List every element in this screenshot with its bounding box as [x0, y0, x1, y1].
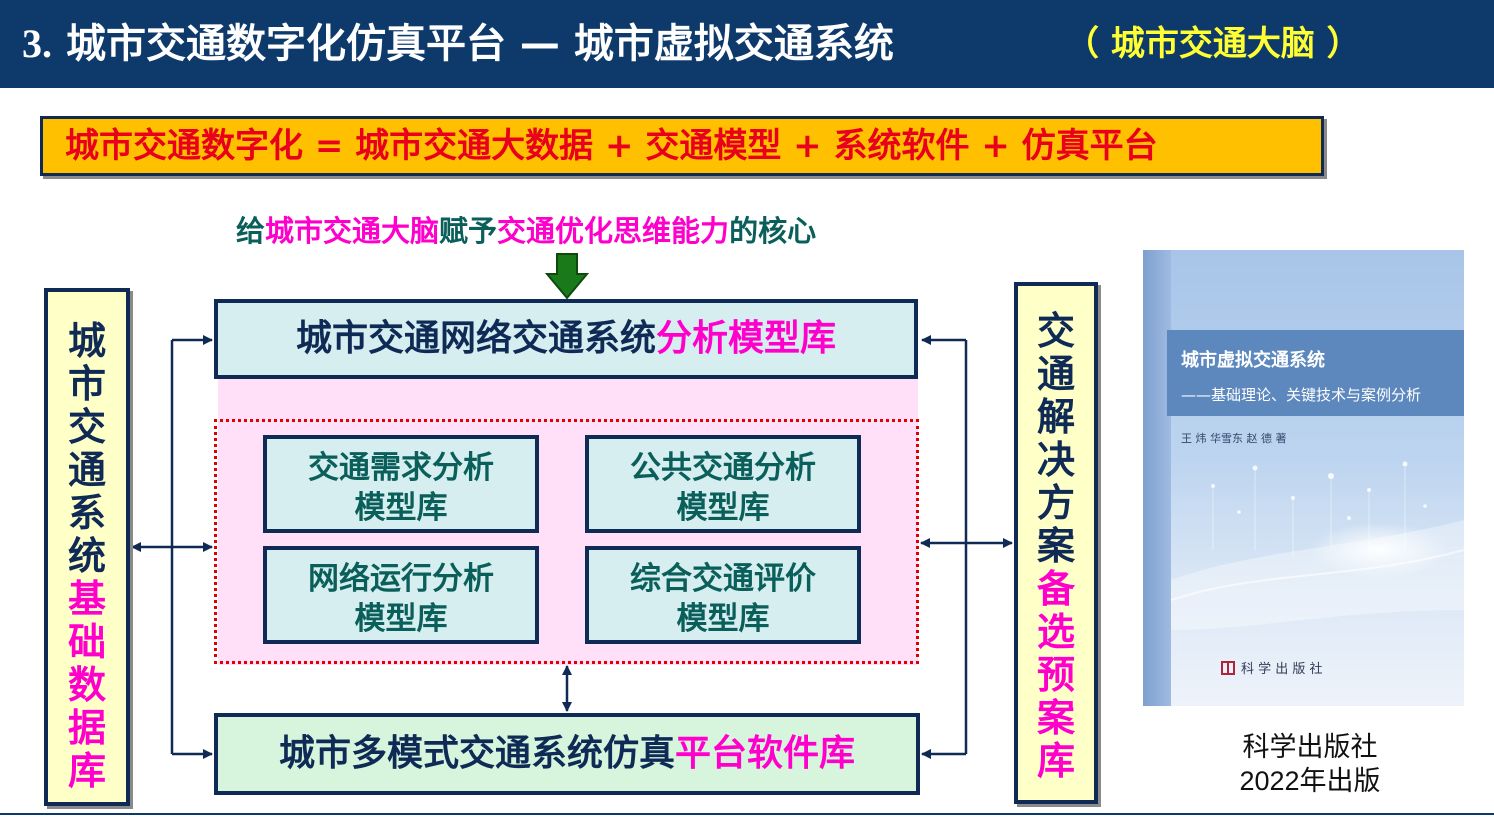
sub-model-label: 公共交通分析 模型库: [589, 448, 857, 528]
sub-model-label: 网络运行分析 模型库: [267, 559, 535, 639]
left-char: 通: [67, 448, 106, 492]
analysis-model-library-label: 城市交通网络交通系统分析模型库: [218, 303, 914, 375]
right-char: 方: [1036, 481, 1075, 525]
header-bar: 3. 城市交通数字化仿真平台 — 城市虚拟交通系统 （ 城市交通大脑 ）: [0, 0, 1494, 88]
sub-model-line2: 模型库: [676, 601, 770, 637]
right-box-text: 交 通 解 决 方 案 备 选 预 案 库: [1018, 310, 1094, 783]
simulation-platform-box: 城市多模式交通系统仿真平台软件库: [214, 713, 920, 795]
publisher-logo-icon: [1221, 661, 1235, 675]
sub-model-box: 公共交通分析 模型库: [585, 435, 861, 533]
core-part1: 给: [236, 214, 266, 248]
right-char-highlight: 预: [1036, 653, 1075, 697]
sub-model-box: 交通需求分析 模型库: [263, 435, 539, 533]
left-char: 交: [67, 405, 106, 449]
down-arrow-icon: [545, 253, 589, 300]
sub-model-label: 交通需求分析 模型库: [267, 448, 535, 528]
right-solution-library-box: 交 通 解 决 方 案 备 选 预 案 库: [1014, 282, 1098, 804]
analysis-model-library-label-dark: 城市交通网络交通系统: [295, 318, 656, 359]
right-char-highlight: 选: [1036, 610, 1075, 654]
sub-model-line1: 综合交通评价: [630, 561, 816, 597]
book-title-band: [1167, 330, 1464, 416]
left-char: 系: [67, 491, 106, 535]
right-char: 决: [1036, 438, 1075, 482]
bottom-rule: [0, 813, 1494, 815]
slide-number: 3.: [22, 21, 52, 66]
simulation-platform-label: 城市多模式交通系统仿真平台软件库: [218, 717, 916, 791]
analysis-model-library-label-highlight: 分析模型库: [656, 318, 837, 359]
sub-model-line2: 模型库: [676, 490, 770, 526]
core-part5: 的核心: [729, 214, 817, 248]
sub-model-box: 网络运行分析 模型库: [263, 546, 539, 644]
simulation-platform-label-dark: 城市多模式交通系统仿真: [278, 733, 675, 774]
formula-text: 城市交通数字化 = 城市交通大数据 + 交通模型 + 系统软件 + 仿真平台: [65, 126, 1158, 166]
caption-publisher: 科学出版社: [1242, 732, 1378, 762]
left-base-database-box: 城 市 交 通 系 统 基 础 数 据 库: [44, 288, 130, 806]
formula-banner: 城市交通数字化 = 城市交通大数据 + 交通模型 + 系统软件 + 仿真平台: [40, 116, 1324, 176]
slide-title-text: 城市交通数字化仿真平台 — 城市虚拟交通系统: [66, 21, 894, 67]
slide-subtitle: （ 城市交通大脑 ）: [1065, 24, 1361, 64]
left-char: 统: [67, 534, 106, 578]
sub-model-line1: 交通需求分析: [308, 450, 494, 486]
left-char: 市: [67, 362, 106, 406]
book-caption: 科学出版社 2022年出版: [1200, 730, 1420, 798]
right-char: 通: [1036, 352, 1075, 396]
sub-model-line1: 公共交通分析: [630, 450, 816, 486]
core-part3: 赋予: [439, 214, 498, 248]
right-char-highlight: 备: [1036, 567, 1075, 611]
book-subtitle: ——基础理论、关键技术与案例分析: [1181, 386, 1422, 404]
right-char: 解: [1036, 395, 1075, 439]
simulation-platform-label-highlight: 平台软件库: [675, 733, 856, 774]
core-part4: 交通优化思维能力: [497, 214, 730, 248]
core-part2: 城市交通大脑: [265, 214, 440, 248]
core-statement: 给城市交通大脑赋予交通优化思维能力的核心: [236, 208, 816, 254]
sub-model-line2: 模型库: [354, 601, 448, 637]
left-char-highlight: 库: [67, 749, 106, 793]
caption-year: 2022年出版: [1239, 766, 1381, 796]
sub-model-box: 综合交通评价 模型库: [585, 546, 861, 644]
left-char-highlight: 数: [67, 663, 106, 707]
left-char-highlight: 据: [67, 706, 106, 750]
book-publisher: 科 学 出 版 社: [1241, 662, 1323, 677]
right-char: 案: [1036, 524, 1075, 568]
sub-model-frame: [214, 419, 919, 664]
left-box-text: 城 市 交 通 系 统 基 础 数 据 库: [48, 320, 126, 793]
book-cover-art: [1170, 461, 1464, 630]
book-spine: [1143, 250, 1171, 706]
right-char: 交: [1036, 309, 1075, 353]
sub-model-line1: 网络运行分析: [308, 561, 494, 597]
analysis-model-library-box: 城市交通网络交通系统分析模型库: [214, 299, 918, 379]
book-cover-image: 城市虚拟交通系统 ——基础理论、关键技术与案例分析 王 炜 华雪东 赵 德 著 …: [1143, 250, 1464, 706]
book-title: 城市虚拟交通系统: [1181, 350, 1325, 371]
right-char-highlight: 库: [1036, 739, 1075, 783]
right-char-highlight: 案: [1036, 696, 1075, 740]
left-char-highlight: 础: [67, 620, 106, 664]
slide-title: 3. 城市交通数字化仿真平台 — 城市虚拟交通系统: [22, 16, 894, 72]
sub-model-line2: 模型库: [354, 490, 448, 526]
left-char-highlight: 基: [67, 577, 106, 621]
book-authors: 王 炜 华雪东 赵 德 著: [1181, 432, 1287, 445]
sub-model-label: 综合交通评价 模型库: [589, 559, 857, 639]
left-char: 城: [67, 319, 106, 363]
